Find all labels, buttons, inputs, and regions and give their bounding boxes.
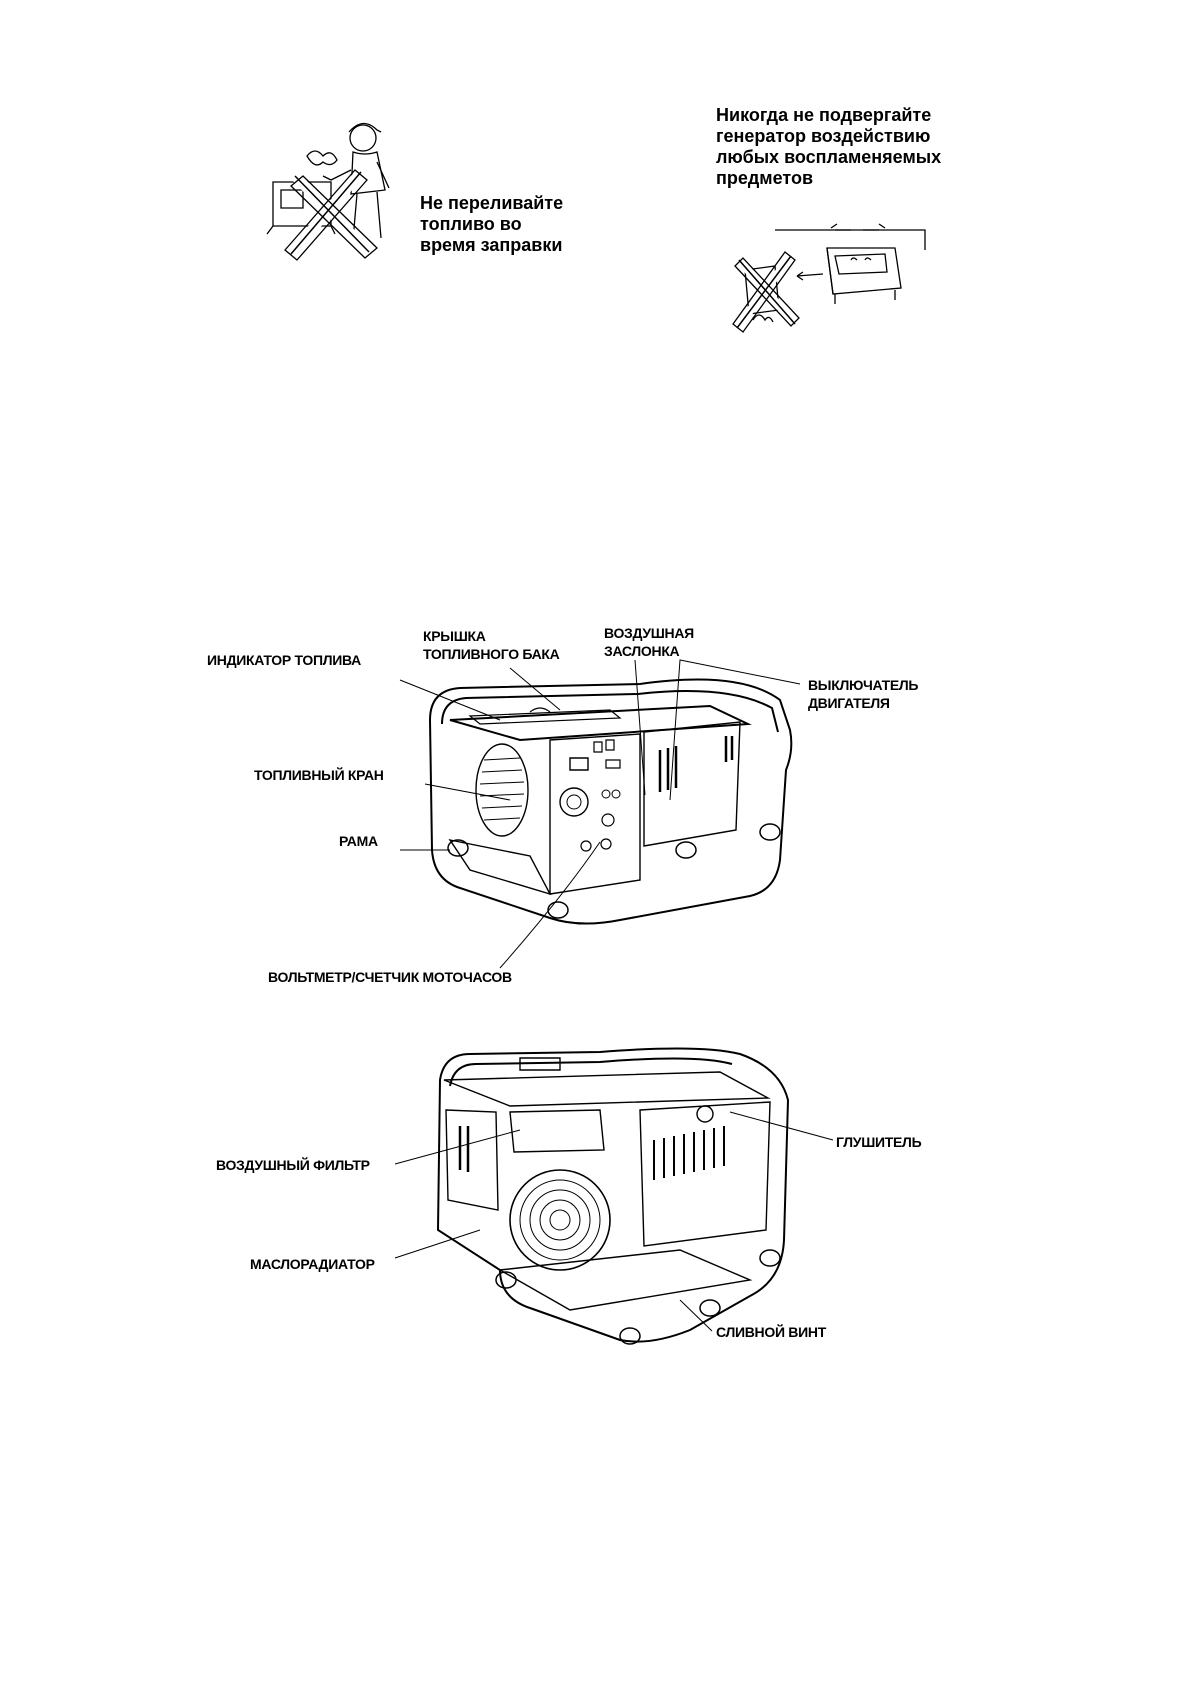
flammable-warning-illustration	[735, 200, 945, 340]
choke-label: ВОЗДУШНАЯ ЗАСЛОНКА	[604, 625, 694, 659]
air-filter-label: ВОЗДУШНЫЙ ФИЛЬТР	[216, 1157, 370, 1173]
refueling-warning-illustration	[265, 110, 410, 270]
muffler-label: ГЛУШИТЕЛЬ	[836, 1134, 922, 1150]
oil-cooler-label: МАСЛОРАДИАТОР	[250, 1256, 375, 1272]
fuel-cap-label: КРЫШКА ТОПЛИВНОГО БАКА	[423, 628, 560, 662]
engine-switch-label: ВЫКЛЮЧАТЕЛЬ ДВИГАТЕЛЯ	[808, 677, 919, 711]
drain-screw-label: СЛИВНОЙ ВИНТ	[716, 1324, 826, 1340]
generator-front-diagram	[410, 660, 810, 990]
fuel-indicator-label: ИНДИКАТОР ТОПЛИВА	[207, 652, 361, 668]
frame-label: РАМА	[339, 833, 378, 849]
overflow-warning-text: Не переливайте топливо во время заправки	[420, 193, 564, 255]
fuel-valve-label: ТОПЛИВНЫЙ КРАН	[254, 767, 384, 783]
voltmeter-label: ВОЛЬТМЕТР/СЧЕТЧИК МОТОЧАСОВ	[268, 969, 512, 985]
flammable-warning-text: Никогда не подвергайте генератор воздейс…	[716, 105, 942, 188]
generator-rear-diagram	[420, 1040, 800, 1360]
